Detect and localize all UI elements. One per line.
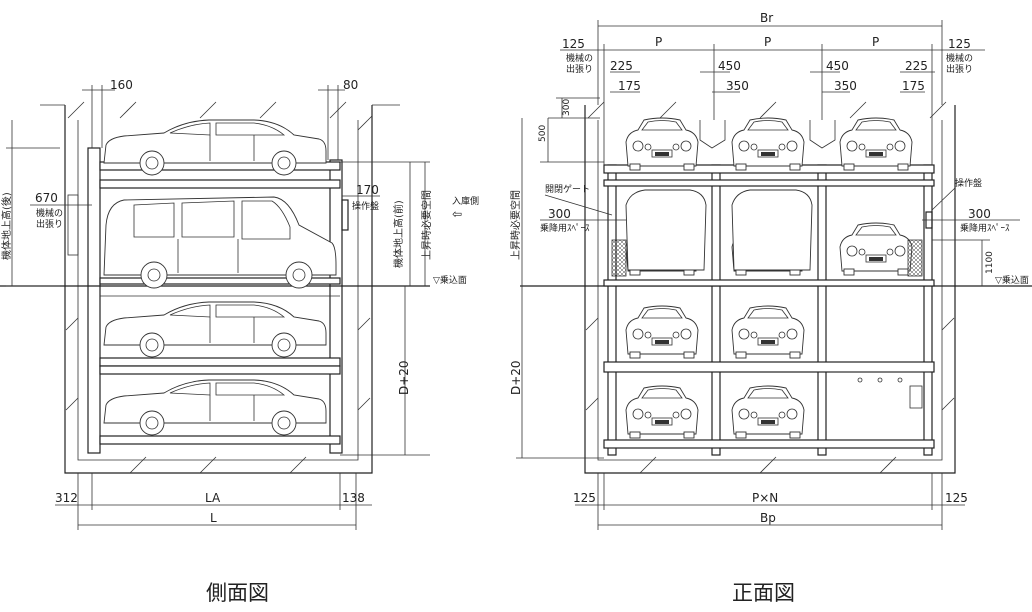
front-dim-125-bottom-right: 125 bbox=[945, 491, 968, 505]
front-car-4-1 bbox=[625, 385, 699, 439]
side-overhang-label-1: 機械の bbox=[36, 207, 63, 219]
front-space-left-label: 乗降用ｽﾍﾟｰｽ bbox=[540, 222, 590, 234]
side-panel-label: 操作盤 bbox=[352, 200, 379, 212]
front-car-3-1 bbox=[625, 305, 699, 359]
front-dim-500: 500 bbox=[538, 125, 548, 142]
front-gate-mesh-left bbox=[611, 239, 627, 277]
side-overhang-label-2: 出張り bbox=[36, 218, 63, 230]
front-dim-175-left: 175 bbox=[618, 79, 641, 93]
front-hatching bbox=[585, 101, 955, 474]
side-dim-LA: LA bbox=[205, 491, 221, 505]
side-pallet-pit-lower bbox=[99, 435, 341, 445]
front-dim-1100: 1100 bbox=[985, 251, 995, 274]
front-dim-P3: P bbox=[872, 35, 879, 49]
side-dim-80: 80 bbox=[343, 78, 358, 92]
front-view: Br P P P 125 125 機械の 出張り 機械の 出張り 225 175… bbox=[509, 11, 1032, 530]
side-vert-right-label-1: 機体地上高(前) bbox=[392, 200, 405, 268]
front-pit-outline bbox=[584, 105, 956, 474]
side-dim-170: 170 bbox=[356, 183, 379, 197]
front-dim-350-b: 350 bbox=[834, 79, 857, 93]
front-dim-125-left: 125 bbox=[562, 37, 585, 51]
front-car-1-2 bbox=[731, 117, 805, 171]
side-dim-670: 670 bbox=[35, 191, 58, 205]
front-overhang-right-1: 機械の bbox=[946, 52, 973, 64]
front-car-4-2 bbox=[731, 385, 805, 439]
front-dim-175-right: 175 bbox=[902, 79, 925, 93]
side-car-pit-lower bbox=[103, 379, 327, 436]
front-dim-PxN: P×N bbox=[752, 491, 778, 505]
front-overhang-left-2: 出張り bbox=[566, 63, 593, 75]
front-space-left-value: 300 bbox=[548, 207, 571, 221]
front-dim-225-right: 225 bbox=[905, 59, 928, 73]
side-vert-right-label-2: 上昇時必要空間 bbox=[420, 190, 433, 260]
side-pallet-upper bbox=[99, 179, 341, 189]
front-dim-P1: P bbox=[655, 35, 662, 49]
front-pallet-pit-lower bbox=[603, 439, 935, 449]
front-car-1-3 bbox=[839, 117, 913, 171]
caption-front-view: 正面図 bbox=[732, 581, 795, 605]
side-dim-138: 138 bbox=[342, 491, 365, 505]
front-car-1-1 bbox=[625, 117, 699, 171]
side-entry-arrow: ⇦ bbox=[452, 207, 462, 221]
front-depth-dim: D+20 bbox=[509, 360, 523, 395]
side-control-panel bbox=[341, 199, 349, 231]
caption-side-view: 側面図 bbox=[206, 581, 269, 605]
side-dim-312: 312 bbox=[55, 491, 78, 505]
front-panel-label: 操作盤 bbox=[955, 177, 982, 189]
front-ground-label: ▽乗込面 bbox=[995, 274, 1029, 286]
side-pallet-pit-upper bbox=[99, 357, 341, 367]
side-depth-dim: D+20 bbox=[397, 360, 411, 395]
front-dim-125-bottom-left: 125 bbox=[573, 491, 596, 505]
side-car-pit-upper bbox=[103, 301, 327, 358]
side-ground-label: ▽乗込面 bbox=[433, 274, 467, 286]
front-dim-225-left: 225 bbox=[610, 59, 633, 73]
front-pallet-pit-upper bbox=[603, 361, 935, 373]
front-dim-450-a: 450 bbox=[718, 59, 741, 73]
side-pallet-ground bbox=[99, 277, 341, 285]
front-pallet-ground bbox=[603, 279, 935, 287]
side-view: 160 80 機体地上高(後) 670 機械の 出張り 170 操作盤 機体地上… bbox=[0, 78, 479, 530]
front-dim-Br: Br bbox=[760, 11, 773, 25]
front-dim-125-right: 125 bbox=[948, 37, 971, 51]
side-entry-label: 入庫側 bbox=[452, 195, 479, 207]
front-space-right-value: 300 bbox=[968, 207, 991, 221]
front-dim-300-top: 300 bbox=[562, 99, 572, 116]
front-overhang-left-1: 機械の bbox=[566, 52, 593, 64]
front-gate-mesh-right bbox=[907, 239, 923, 277]
front-dim-Bp: Bp bbox=[760, 511, 776, 525]
front-dim-450-b: 450 bbox=[826, 59, 849, 73]
side-vert-left-label: 機体地上高(後) bbox=[0, 192, 13, 260]
front-dim-350-a: 350 bbox=[726, 79, 749, 93]
side-car-van bbox=[103, 196, 337, 289]
side-dim-L: L bbox=[210, 511, 217, 525]
front-overhang-right-2: 出張り bbox=[946, 63, 973, 75]
front-space-right-label: 乗降用ｽﾍﾟｰｽ bbox=[960, 222, 1010, 234]
side-pit-outline bbox=[64, 105, 373, 474]
front-car-2-3 bbox=[839, 222, 913, 276]
side-dim-160: 160 bbox=[110, 78, 133, 92]
front-vert-left-label: 上昇時必要空間 bbox=[509, 190, 522, 260]
front-gate-label: 開閉ゲート bbox=[545, 183, 590, 195]
front-car-3-2 bbox=[731, 305, 805, 359]
front-dim-P2: P bbox=[764, 35, 771, 49]
